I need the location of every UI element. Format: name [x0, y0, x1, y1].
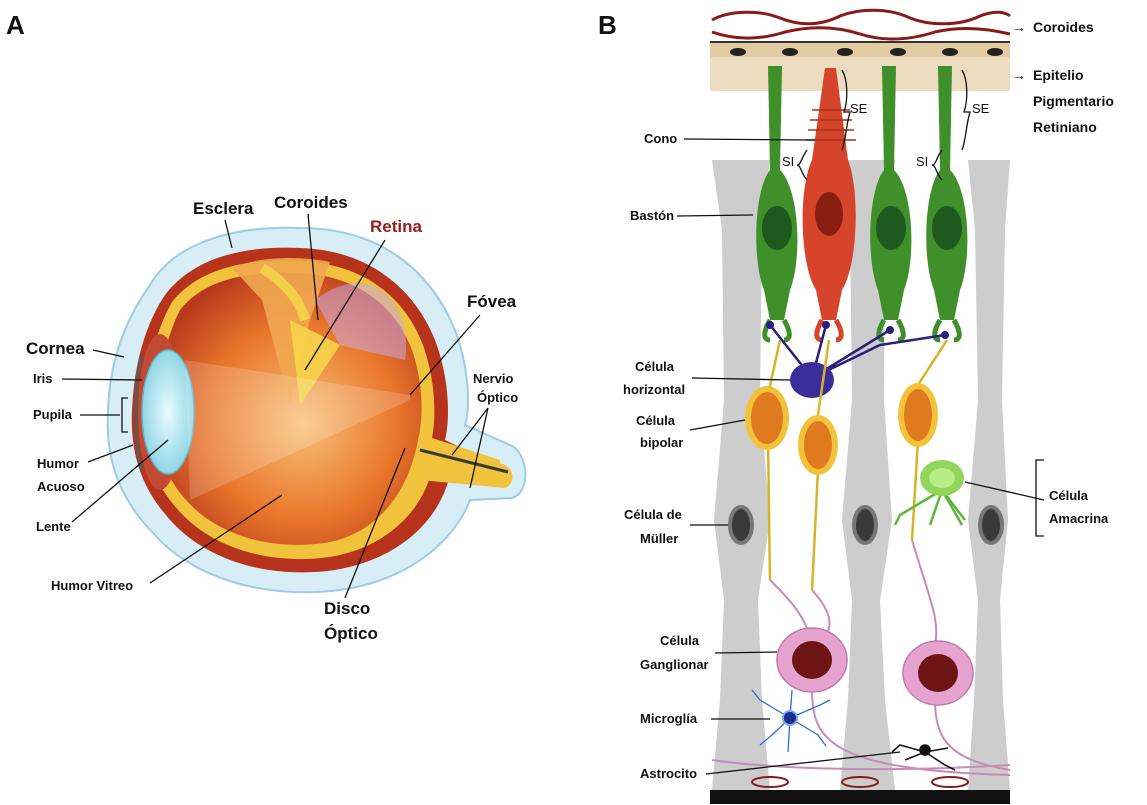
rpe-layer — [710, 43, 1010, 91]
label-nervio-line1: Nervio — [473, 371, 514, 386]
label-muller-line2: Müller — [640, 531, 678, 546]
si-left-bracket — [797, 150, 807, 180]
panel-a: A Esclera Coroides — [6, 10, 525, 643]
label-astrocito: Astrocito — [640, 766, 697, 781]
panel-a-letter: A — [6, 10, 25, 40]
label-epitelio-line1: Epitelio — [1033, 67, 1084, 83]
label-humor-acuoso-line1: Humor — [37, 456, 79, 471]
label-humor-acuoso-line2: Acuoso — [37, 479, 85, 494]
label-se-left: SE — [850, 101, 868, 116]
rod-cell — [926, 66, 967, 340]
label-disco-line1: Disco — [324, 599, 370, 618]
label-coroides-b: Coroides — [1033, 19, 1094, 35]
bipolar-cell — [898, 340, 947, 540]
label-si-right: SI — [916, 154, 928, 169]
arrow-epitelio: → — [1012, 67, 1026, 83]
label-cornea: Cornea — [26, 339, 85, 358]
label-baston: Bastón — [630, 208, 674, 223]
label-amacrina-line1: Célula — [1049, 488, 1089, 503]
label-muller-line1: Célula de — [624, 507, 682, 522]
choroid-band — [710, 6, 1010, 42]
label-humor-vitreo: Humor Vitreo — [51, 578, 133, 593]
label-bipolar-line2: bipolar — [640, 435, 683, 450]
label-si-left: SI — [782, 154, 794, 169]
label-fovea: Fóvea — [467, 292, 517, 311]
label-bipolar-line1: Célula — [636, 413, 676, 428]
cone-cell — [803, 68, 856, 340]
panel-b: B — [598, 6, 1114, 804]
label-disco-line2: Óptico — [324, 624, 378, 643]
panel-b-letter: B — [598, 10, 617, 40]
label-iris: Iris — [33, 371, 53, 386]
label-lente: Lente — [36, 519, 71, 534]
label-se-right: SE — [972, 101, 990, 116]
label-cono: Cono — [644, 131, 677, 146]
label-amacrina-line2: Amacrina — [1049, 511, 1109, 526]
label-epitelio-line2: Pigmentario — [1033, 93, 1114, 109]
label-epitelio-line3: Retiniano — [1033, 119, 1097, 135]
label-ganglionar-line2: Ganglionar — [640, 657, 709, 672]
label-nervio-line2: Óptico — [477, 390, 518, 405]
arrow-coroides: → — [1012, 19, 1026, 35]
ganglion-cell — [777, 628, 847, 692]
label-horizontal-line1: Célula — [635, 359, 675, 374]
amacrine-cell — [895, 460, 965, 525]
leader-cono — [684, 139, 815, 140]
label-esclera: Esclera — [193, 199, 254, 218]
label-microglia: Microglía — [640, 711, 698, 726]
label-retina: Retina — [370, 217, 423, 236]
ganglion-cell — [903, 641, 973, 705]
label-coroides: Coroides — [274, 193, 348, 212]
rod-cell — [756, 66, 797, 340]
eyeball-illustration — [108, 228, 526, 592]
muller-cell — [968, 160, 1010, 790]
label-ganglionar-line1: Célula — [660, 633, 700, 648]
label-horizontal-line2: horizontal — [623, 382, 685, 397]
label-pupila: Pupila — [33, 407, 73, 422]
